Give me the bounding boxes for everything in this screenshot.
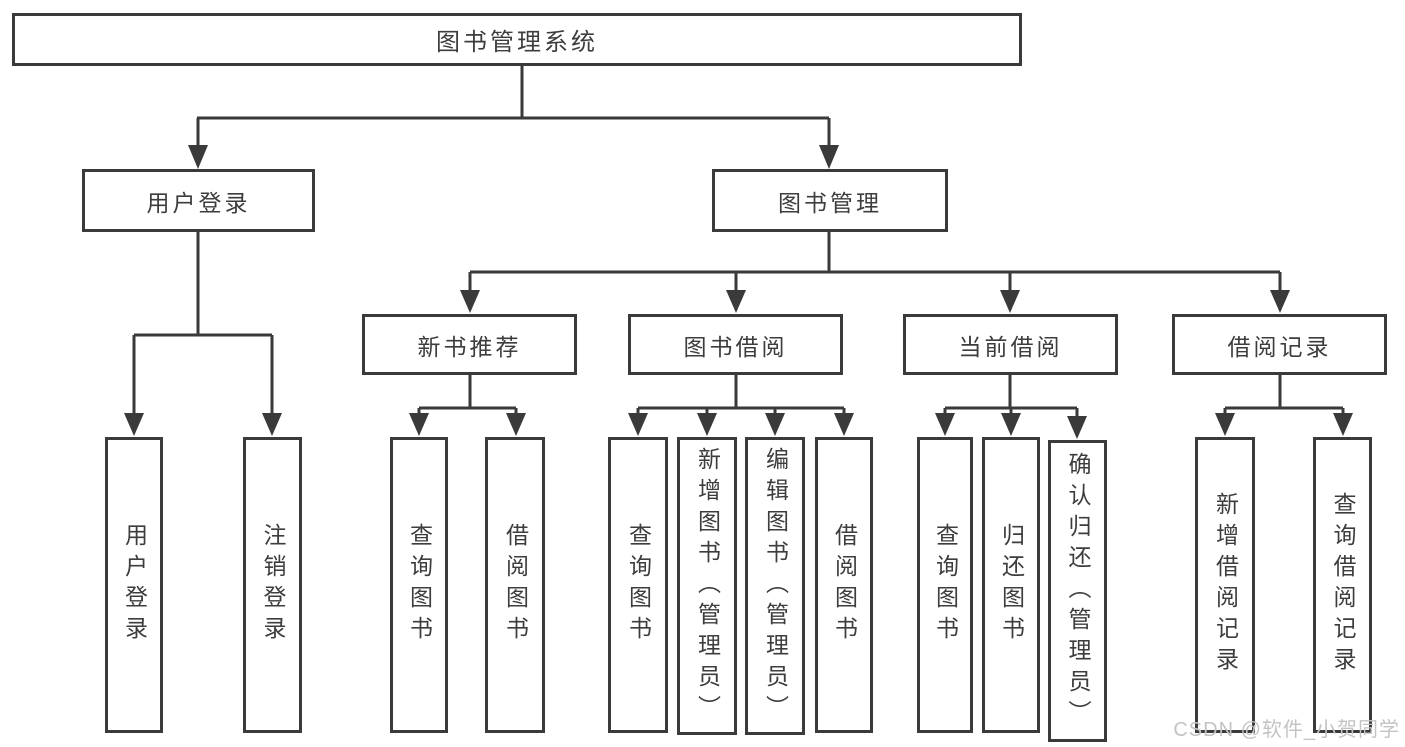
node-borrowing-records-label: 借阅记录 xyxy=(1227,333,1332,360)
node-root: 图书管理系统 xyxy=(12,13,1022,66)
node-book-management-label: 图书管理 xyxy=(778,189,882,216)
arrowheads xyxy=(124,145,1353,439)
leaf-logout: 注销登录 xyxy=(243,437,302,733)
node-borrowing-records: 借阅记录 xyxy=(1172,314,1387,375)
node-book-borrowing: 图书借阅 xyxy=(628,314,843,375)
node-user-login: 用户登录 xyxy=(82,169,315,232)
node-root-label: 图书管理系统 xyxy=(436,29,598,56)
leaf-borrow-books-1: 借阅图书 xyxy=(485,437,545,733)
leaf-query-books-1: 查询图书 xyxy=(390,437,448,733)
node-book-management: 图书管理 xyxy=(712,169,948,232)
node-current-borrowing-label: 当前借阅 xyxy=(958,333,1063,360)
node-new-book-recommend: 新书推荐 xyxy=(362,314,577,375)
leaf-add-borrow-record: 新增借阅记录 xyxy=(1195,437,1255,733)
leaf-borrow-books-2: 借阅图书 xyxy=(815,437,873,733)
leaf-query-books-2: 查询图书 xyxy=(608,437,668,733)
leaf-edit-book-admin: 编辑图书（管理员） xyxy=(745,437,805,735)
leaf-query-books-3: 查询图书 xyxy=(917,437,973,733)
leaf-return-books: 归还图书 xyxy=(982,437,1040,733)
node-user-login-label: 用户登录 xyxy=(146,189,251,216)
leaf-query-borrow-record: 查询借阅记录 xyxy=(1313,437,1372,733)
node-book-borrowing-label: 图书借阅 xyxy=(683,333,788,360)
leaf-confirm-return-admin: 确认归还（管理员） xyxy=(1048,440,1107,742)
leaf-user-login: 用户登录 xyxy=(105,437,163,733)
leaf-add-book-admin: 新增图书（管理员） xyxy=(677,437,737,735)
node-current-borrowing: 当前借阅 xyxy=(903,314,1118,375)
watermark-text: CSDN @软件_小贺同学 xyxy=(1173,719,1400,741)
node-new-book-recommend-label: 新书推荐 xyxy=(417,333,522,360)
